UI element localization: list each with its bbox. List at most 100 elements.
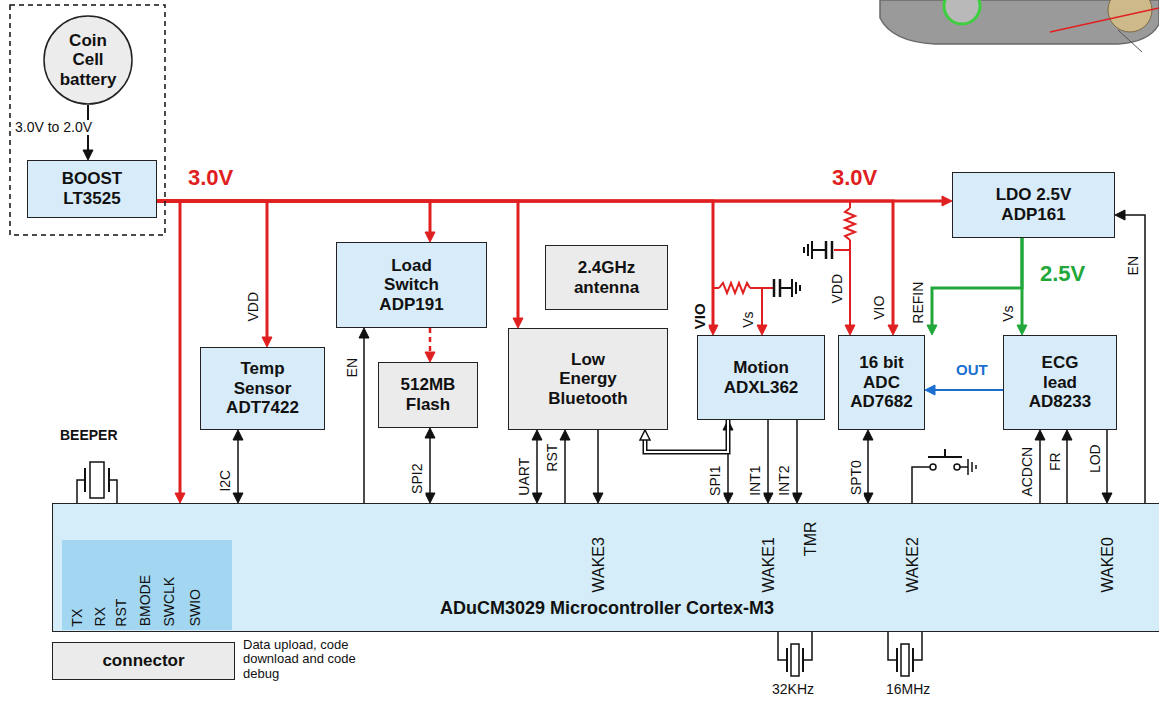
connector-line (157, 201, 430, 235)
arrowhead (1115, 210, 1125, 220)
battery-circle: Coin Cell battery (43, 15, 133, 105)
node-label: 16 bit ADC AD7682 (847, 353, 917, 412)
pin-name: BMODE (137, 575, 152, 626)
signal-label: RST (545, 442, 560, 472)
signal-label: SPI2 (410, 462, 425, 494)
arrowhead (83, 150, 93, 160)
signal-label: INT1 (748, 464, 763, 496)
connector-line (157, 201, 267, 340)
arrowhead (532, 430, 542, 440)
ecg-frontend-box: ECG lead AD8233 (1003, 335, 1117, 430)
connector (863, 430, 873, 503)
pin-area-fill (62, 540, 232, 630)
connector-line (727, 427, 729, 496)
arrowhead (863, 493, 873, 503)
node-label: 512MB Flash (391, 375, 465, 414)
signal-label: FR (1047, 451, 1062, 472)
connector (560, 430, 570, 503)
connector-line (157, 200, 945, 203)
signal-label: EN (1126, 255, 1141, 276)
connector-line (536, 437, 538, 496)
node-label: connector (102, 651, 184, 671)
connector-line (1122, 215, 1145, 503)
signal-label: VIO (692, 302, 709, 330)
pin-name: RST (114, 598, 129, 626)
arrowhead (359, 328, 369, 338)
connector-line (157, 201, 850, 328)
arrowhead (233, 493, 243, 503)
connector-line (932, 389, 1003, 391)
connector (233, 430, 243, 503)
arrowhead (1102, 493, 1112, 503)
arrowhead (1017, 325, 1027, 335)
connector (425, 328, 435, 362)
node-label: Temp Sensor ADT7422 (218, 359, 308, 418)
arrowhead (425, 428, 435, 438)
connector (927, 238, 1022, 335)
signal-label: SPT0 (848, 459, 863, 496)
connector (925, 385, 1003, 395)
connector (157, 201, 767, 335)
arrowhead (942, 196, 952, 206)
arrowhead (425, 493, 435, 503)
arrowhead (925, 385, 935, 395)
connector (157, 201, 855, 335)
arrowhead (845, 325, 855, 335)
connector-line (867, 437, 869, 496)
connector-line (1066, 437, 1068, 503)
signal-label: VDD (830, 272, 845, 304)
connector-box: connector (52, 642, 235, 680)
arrowhead (763, 493, 773, 503)
connector (1017, 238, 1027, 335)
node-label: Coin Cell battery (53, 31, 123, 90)
connector-line (157, 201, 893, 328)
arrowhead (513, 318, 523, 328)
connector-line (1039, 437, 1041, 503)
part-value: 16MHz (886, 682, 930, 697)
rail-voltage: 3.0V (188, 166, 233, 190)
connector (157, 201, 718, 335)
pin-name: RX (93, 607, 108, 626)
connector (157, 201, 435, 242)
connector (723, 420, 733, 503)
pin-name: WAKE1 (759, 537, 777, 592)
arrowhead (757, 325, 767, 335)
ldo-box: LDO 2.5V ADP161 (952, 172, 1115, 238)
arrowhead (792, 493, 802, 503)
connector (763, 420, 773, 503)
signal-label: VIO (872, 294, 887, 320)
connector-line (597, 430, 599, 496)
rail-voltage: 2.5V (1040, 262, 1085, 286)
pin-name: SWIO (187, 589, 202, 626)
part-value: 32KHz (772, 682, 814, 697)
device-photo-fragment (880, 0, 1159, 52)
load-switch-box: Load Switch ADP191 (336, 242, 487, 328)
pin-name: WAKE3 (589, 537, 607, 592)
arrowhead (927, 325, 937, 335)
pushbutton-symbol (912, 449, 976, 503)
note: Data upload, code download and code debu… (243, 638, 368, 681)
crystal-16mhz (888, 632, 922, 676)
pin-name: WAKE2 (903, 537, 921, 592)
arrowhead (888, 325, 898, 335)
signal-label: Vs (1001, 304, 1016, 322)
connector-line (1021, 238, 1024, 328)
flash-box: 512MB Flash (378, 362, 478, 428)
connector-line (157, 201, 713, 328)
part-name: BEEPER (60, 428, 118, 443)
node-label: Motion ADXL362 (716, 358, 806, 397)
signal-label: I2C (218, 468, 233, 492)
pin-name: TX (70, 608, 85, 626)
connector-line (932, 238, 1022, 328)
connector (157, 196, 952, 206)
bluetooth-box: Low Energy Bluetooth (508, 328, 668, 430)
node-label: Low Energy Bluetooth (541, 350, 636, 409)
arrowhead (640, 430, 650, 440)
arrowhead (532, 493, 542, 503)
signal-label: LOD (1087, 443, 1102, 474)
dashed-group-outline (10, 5, 165, 235)
connector (1035, 430, 1045, 503)
signal-label: EN (345, 357, 360, 378)
connector (157, 201, 185, 503)
connector (1102, 430, 1112, 503)
